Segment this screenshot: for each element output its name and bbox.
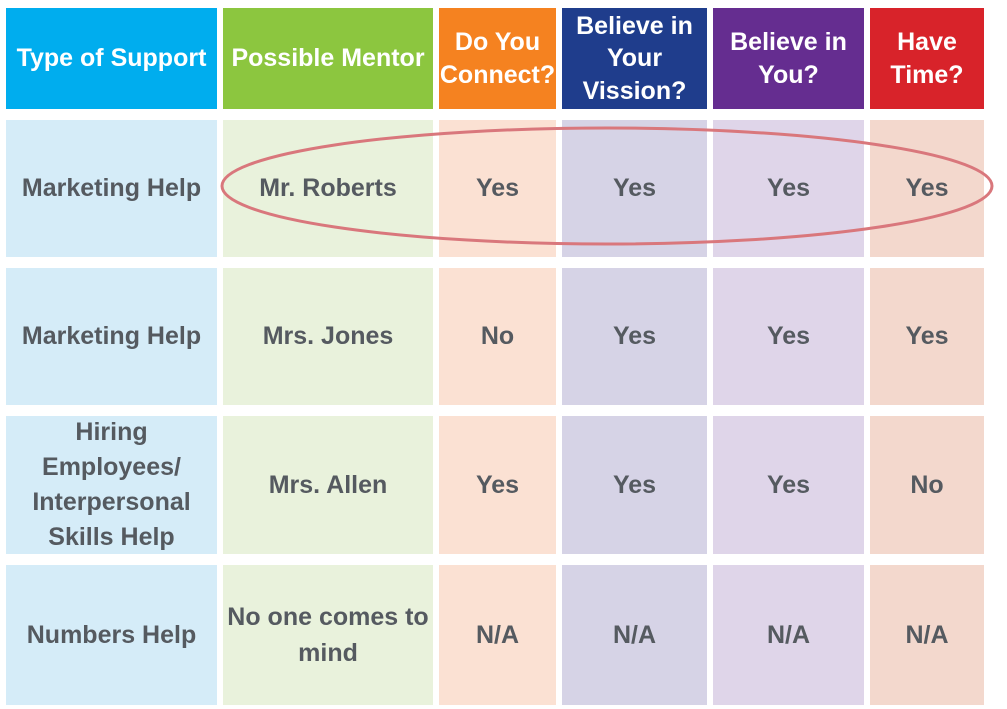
table-cell-vision: Yes [562, 268, 707, 405]
table-cell-mentor: Mr. Roberts [223, 120, 433, 257]
table-cell-believe: Yes [713, 416, 864, 554]
table-cell-connect: Yes [439, 120, 556, 257]
table-cell-connect: No [439, 268, 556, 405]
table-cell-believe: N/A [713, 565, 864, 705]
header-possible-mentor: Possible Mentor [223, 8, 433, 109]
table-cell-support: Numbers Help [6, 565, 217, 705]
table-cell-mentor: Mrs. Allen [223, 416, 433, 554]
table-cell-connect: N/A [439, 565, 556, 705]
table-cell-vision: Yes [562, 120, 707, 257]
header-type-of-support: Type of Support [6, 8, 217, 109]
table-cell-support: Hiring Employees/ Interpersonal Skills H… [6, 416, 217, 554]
header-have-time: Have Time? [870, 8, 984, 109]
table-cell-time: No [870, 416, 984, 554]
table-cell-time: Yes [870, 120, 984, 257]
mentor-table: Type of Support Possible Mentor Do You C… [6, 8, 984, 705]
header-believe-in-vision: Believe in Your Vission? [562, 8, 707, 109]
table-cell-vision: Yes [562, 416, 707, 554]
table-cell-vision: N/A [562, 565, 707, 705]
table-cell-believe: Yes [713, 120, 864, 257]
table-cell-support: Marketing Help [6, 268, 217, 405]
table-cell-mentor: Mrs. Jones [223, 268, 433, 405]
table-cell-time: N/A [870, 565, 984, 705]
table-cell-time: Yes [870, 268, 984, 405]
header-believe-in-you: Believe in You? [713, 8, 864, 109]
table-cell-support: Marketing Help [6, 120, 217, 257]
table-cell-believe: Yes [713, 268, 864, 405]
table-cell-mentor: No one comes to mind [223, 565, 433, 705]
table-cell-connect: Yes [439, 416, 556, 554]
header-do-you-connect: Do You Connect? [439, 8, 556, 109]
